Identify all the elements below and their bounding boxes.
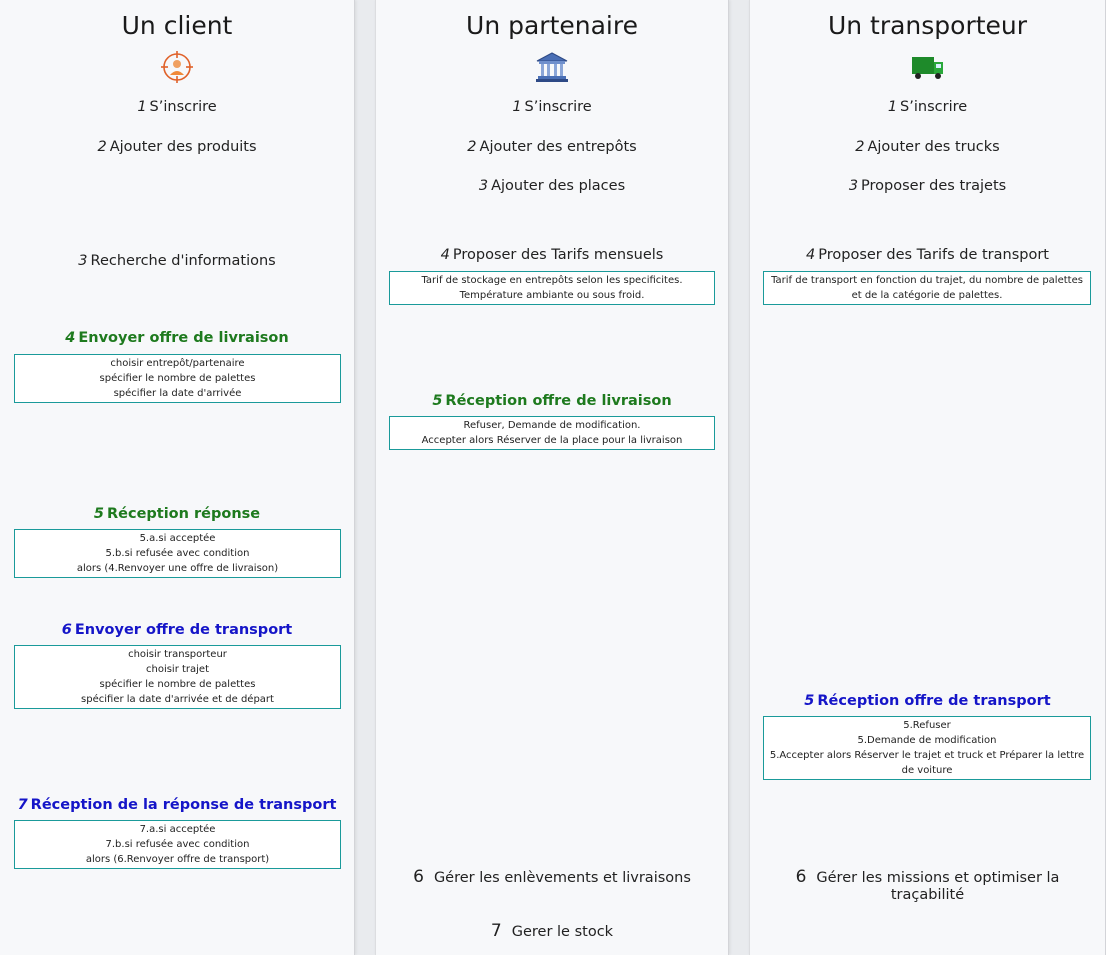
truck-icon [911,50,945,84]
transporter-step-5-details: 5.Refuser 5.Demande de modification 5.Ac… [763,716,1091,780]
transporter-step-4-details: Tarif de transport en fonction du trajet… [763,271,1091,305]
partner-step-5-details: Refuser, Demande de modification. Accept… [389,416,715,450]
partner-title: Un partenaire [466,11,638,40]
client-step-4-details: choisir entrepôt/partenaire spécifier le… [14,354,341,403]
transporter-title: Un transporteur [827,11,1028,40]
client-step-5-details: 5.a.si acceptée 5.b.si refusée avec cond… [14,529,341,578]
bank-building-icon [535,50,569,84]
client-step-6-details: choisir transporteur choisir trajet spéc… [14,645,341,709]
target-person-icon [160,50,194,84]
client-step-7-details: 7.a.si acceptée 7.b.si refusée avec cond… [14,820,341,869]
partner-step-4-details: Tarif de stockage en entrepôts selon les… [389,271,715,305]
client-title: Un client [121,11,233,40]
